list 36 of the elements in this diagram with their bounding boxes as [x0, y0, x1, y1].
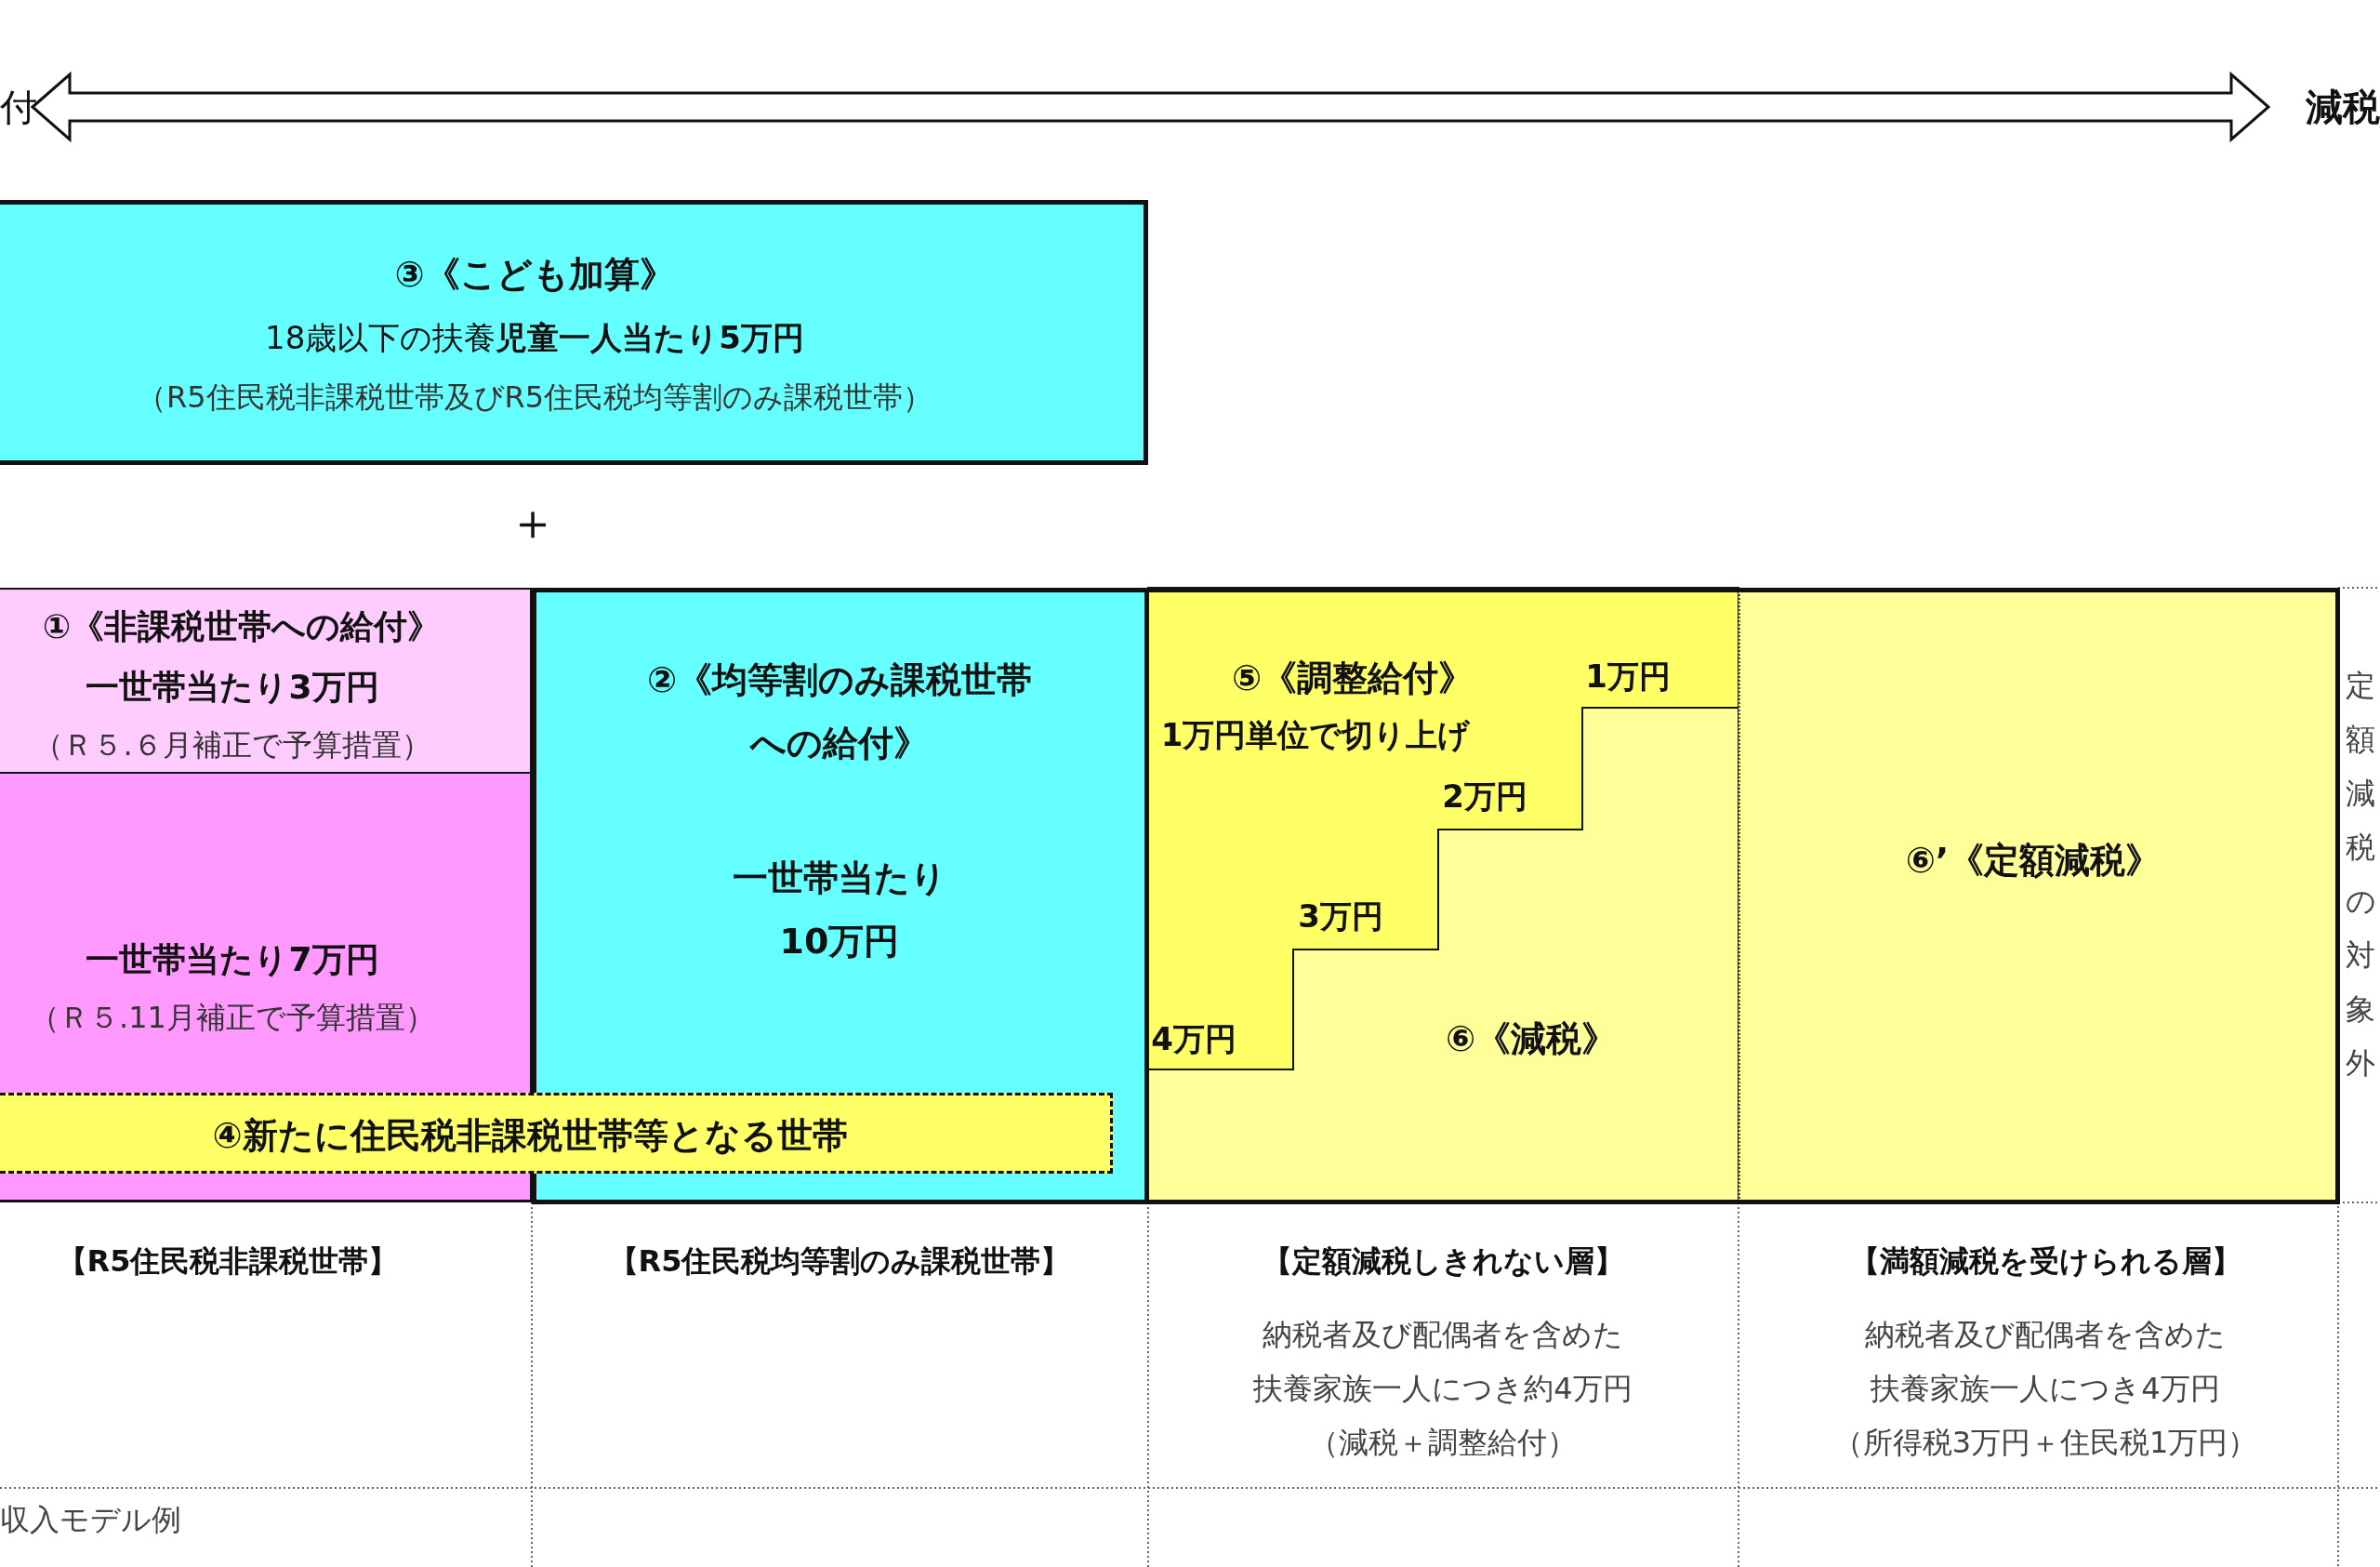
box-text: 一世帯当たり3万円	[86, 667, 379, 709]
info-box	[0, 588, 532, 772]
box-title: ④新たに住民税非課税世帯等となる世帯	[212, 1113, 848, 1158]
column-header: 【R5住民税均等割のみ課税世帯】	[608, 1242, 1071, 1281]
box-title: ⑤《調整給付》	[1231, 656, 1474, 700]
box-title: ⑥《減税》	[1445, 1016, 1618, 1061]
box-text: （R5住民税非課税世帯及びR5住民税均等割のみ課税世帯）	[136, 378, 933, 418]
amount-label: 3万円	[1298, 896, 1383, 936]
column-header: 【満額減税を受けられる層】	[1849, 1242, 2241, 1281]
note-text: 納税者及び配偶者を含めた扶養家族一人につき4万円	[1864, 1316, 2227, 1408]
amount-label: 4万円	[1151, 1018, 1236, 1059]
note-text: 納税者及び配偶者を含めた扶養家族一人につき約4万円	[1252, 1316, 1633, 1408]
box-title: ②《均等割のみ課税世帯への給付》	[645, 657, 1034, 765]
row-header: 収入モデル例	[0, 1501, 181, 1540]
dashed-box	[0, 1093, 1113, 1174]
box-title: 一世帯当たり7万円	[86, 939, 379, 981]
box-title: ①《非課税世帯への給付》	[42, 606, 442, 648]
box-text: 18歳以下の扶養児童一人当たり5万円	[265, 317, 804, 358]
note-text: 付	[0, 85, 37, 130]
note-text: 減税	[2306, 85, 2380, 130]
note-text: （所得税3万円＋住民税1万円）	[1832, 1424, 2258, 1463]
box-title: ③《こども加算》	[394, 252, 675, 297]
box-title: ⑥’《定額減税》	[1905, 838, 2162, 883]
note-text: （減税＋調整給付）	[1309, 1424, 1577, 1463]
amount-label: 2万円	[1442, 776, 1527, 817]
plus-sign: ＋	[508, 491, 558, 553]
column-header: 【定額減税しきれない層】	[1262, 1242, 1624, 1281]
column-header: 【R5住民税非課税世帯】	[57, 1242, 399, 1281]
box-text: 1万円単位で切り上げ	[1160, 714, 1471, 755]
box-text: （Ｒ５.11月補正で予算措置）	[30, 999, 435, 1038]
vertical-note: 定額減税の対象外	[2346, 668, 2377, 1082]
amount-label: 1万円	[1585, 656, 1671, 697]
box-text: 一世帯当たり10万円	[732, 856, 947, 963]
info-box	[0, 772, 532, 1093]
info-box	[0, 200, 1148, 465]
box-text: （Ｒ５.６月補正で予算措置）	[33, 726, 431, 765]
